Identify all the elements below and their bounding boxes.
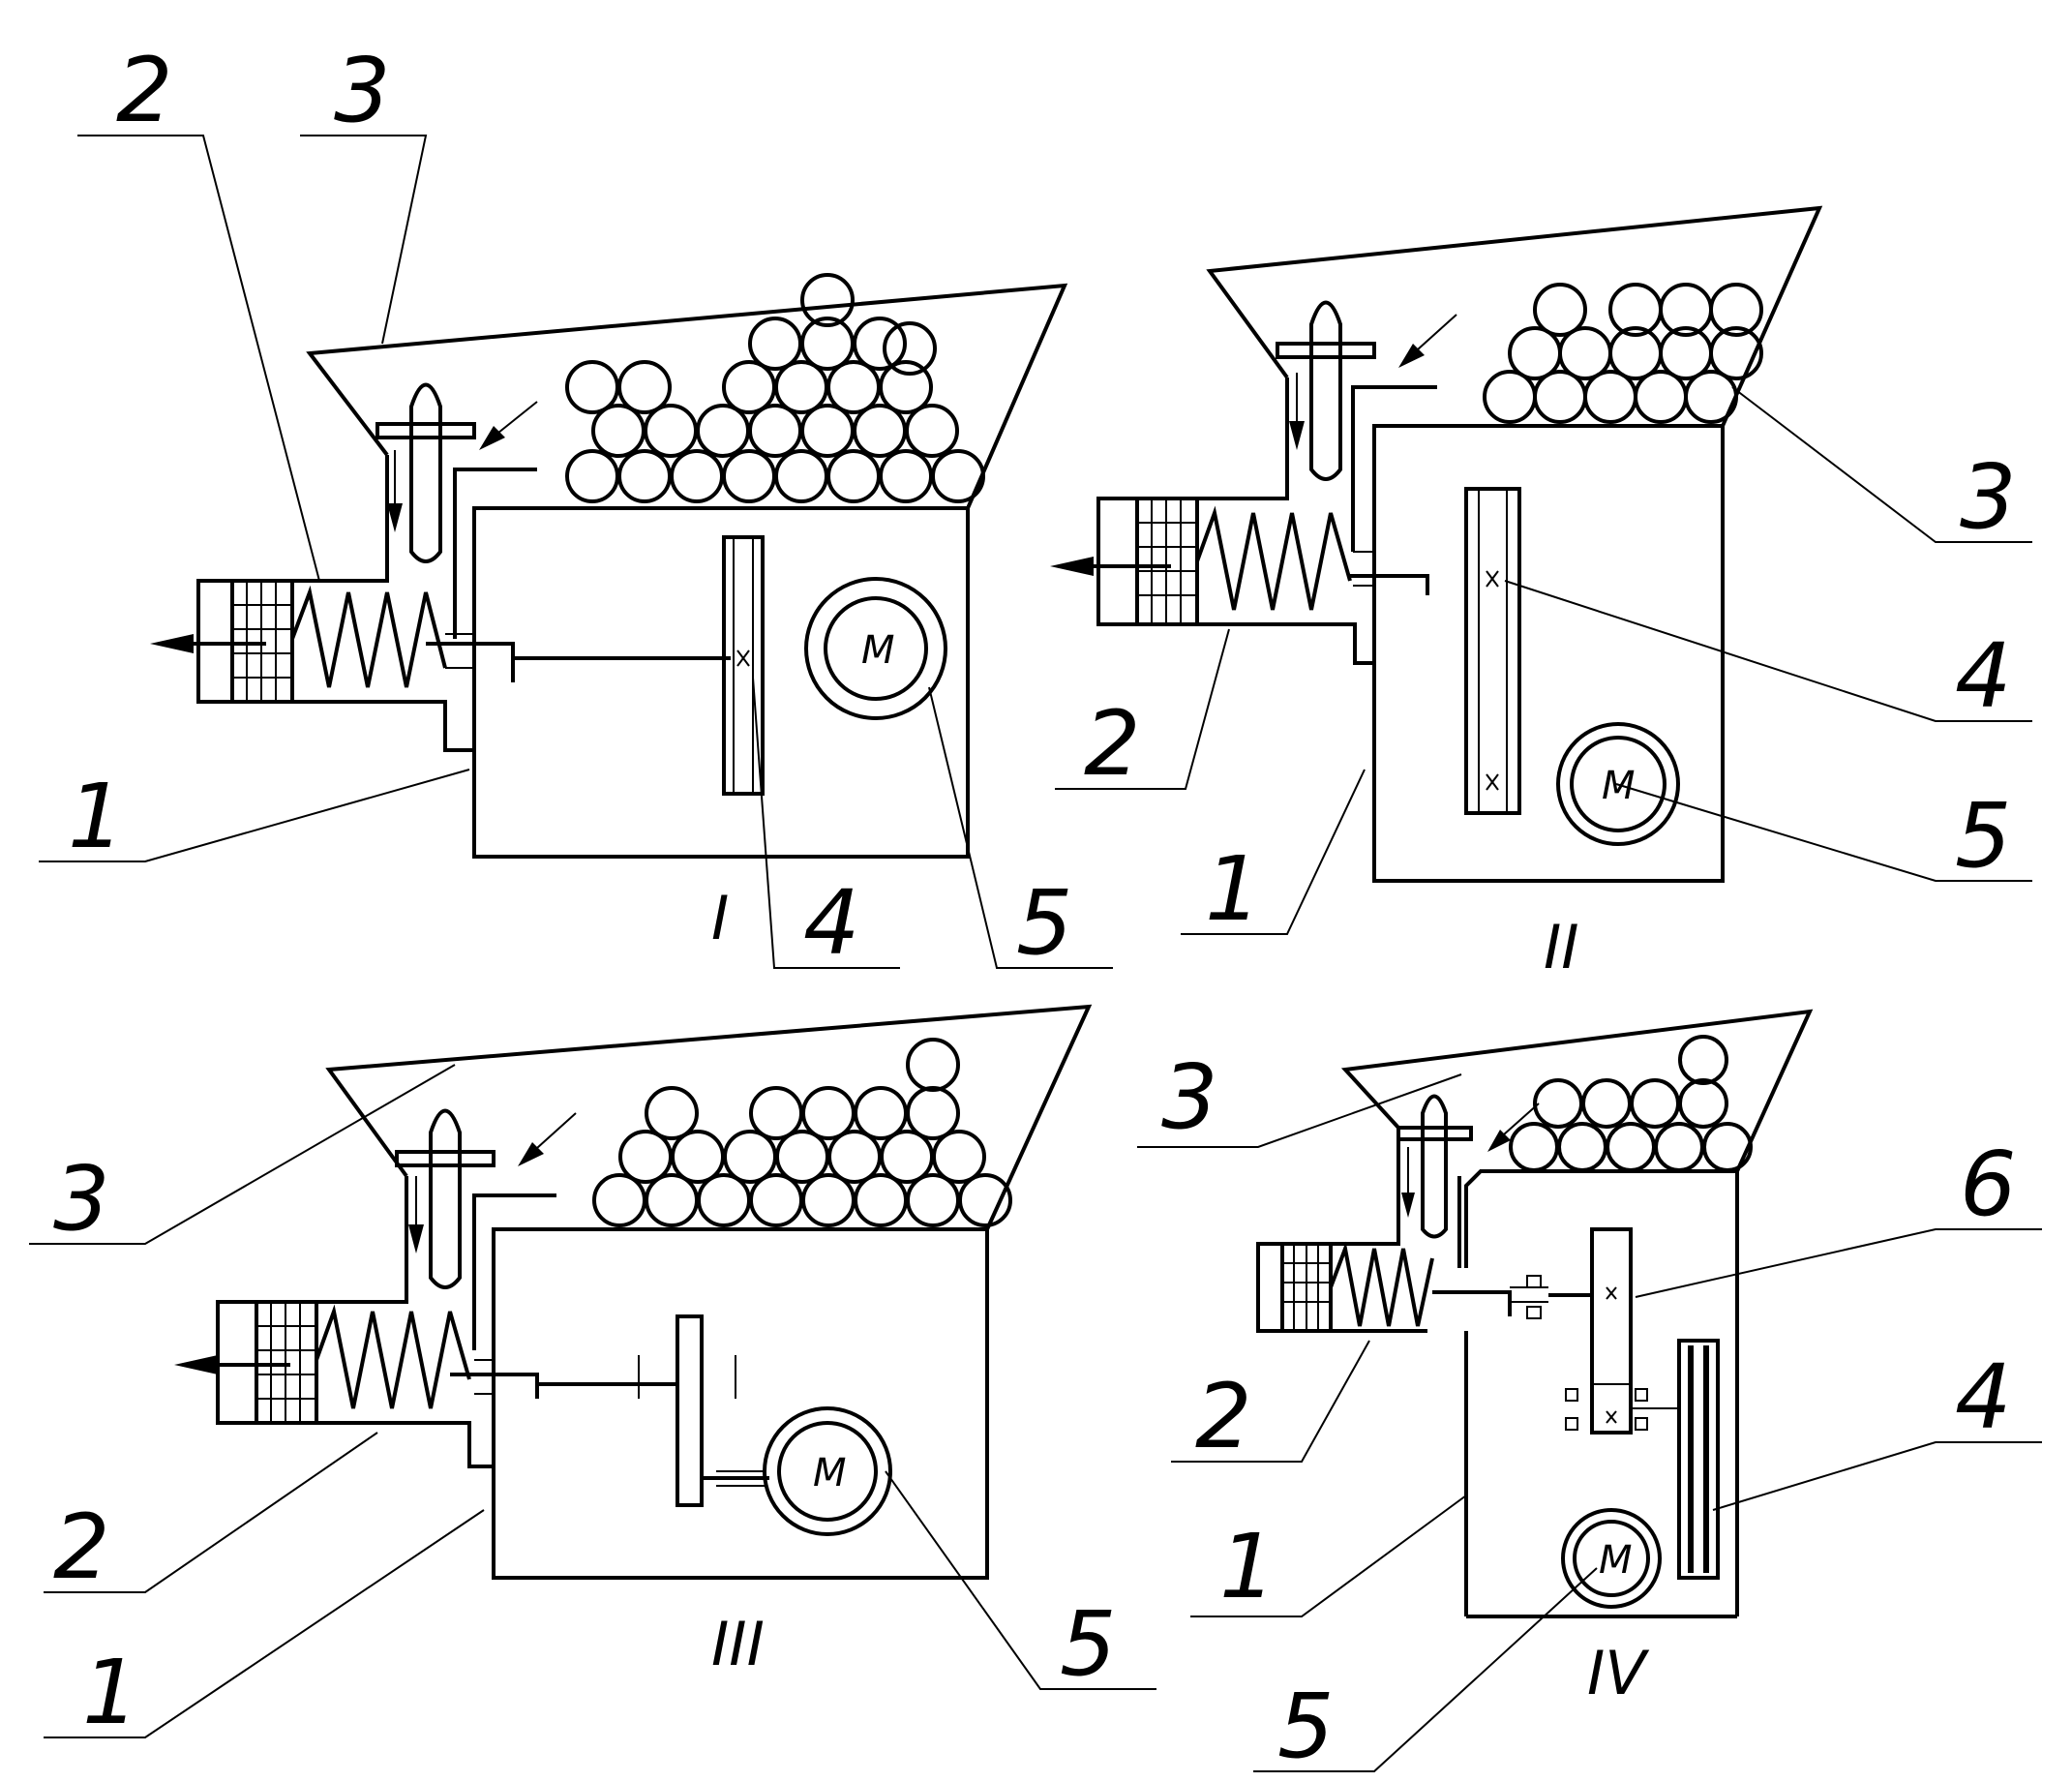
- gearbox-housing: [492, 1227, 989, 1580]
- motor-outer: [1561, 1508, 1662, 1609]
- motor-letter: M: [1599, 1538, 1633, 1583]
- svg-text:2: 2: [1195, 1365, 1252, 1468]
- svg-text:3: 3: [1960, 445, 2017, 549]
- feed-arrow-down: [387, 503, 403, 532]
- svg-text:5: 5: [1277, 1675, 1335, 1778]
- belt-drive: [1464, 487, 1521, 815]
- svg-text:4: 4: [803, 871, 860, 975]
- hopper-outline: [325, 1004, 1093, 1230]
- material-balls: [1483, 283, 1763, 424]
- plunger: [429, 1108, 462, 1289]
- gear-wheel: [676, 1314, 704, 1507]
- svg-text:3: 3: [1161, 1045, 1218, 1149]
- view-4: 3 6 4 2 1 5 IV M: [1137, 1009, 2042, 1778]
- svg-text:1: 1: [82, 1641, 139, 1744]
- gearbox-housing: [472, 506, 970, 859]
- spring: [1329, 1241, 1434, 1327]
- svg-text:3: 3: [334, 39, 391, 142]
- gear-wheel: [722, 535, 765, 796]
- plunger: [1421, 1094, 1448, 1239]
- svg-text:1: 1: [1205, 837, 1262, 941]
- svg-text:2: 2: [1084, 692, 1141, 796]
- gearbox-housing: [1372, 424, 1725, 883]
- plunger-flange: [1396, 1126, 1473, 1141]
- plunger-flange: [395, 1150, 495, 1167]
- output-arrow: [150, 634, 194, 653]
- svg-text:5: 5: [1016, 871, 1073, 975]
- svg-text:5: 5: [1060, 1592, 1117, 1696]
- plunger-flange: [375, 422, 476, 439]
- gear-stage-6: [1590, 1227, 1633, 1435]
- view-2: 3 4 5 2 1 II M: [1050, 205, 2032, 982]
- hopper-outline: [306, 283, 1068, 509]
- svg-text:2: 2: [116, 39, 173, 142]
- plunger: [409, 382, 442, 563]
- plunger-flange: [1276, 342, 1376, 359]
- view-1: 2 3 1 4 5 I M: [39, 39, 1113, 975]
- belt-drive: [1677, 1339, 1720, 1580]
- hopper-outline: [1340, 1009, 1814, 1172]
- motor-inner: [777, 1421, 878, 1522]
- feed-arrow-diag: [479, 426, 505, 450]
- motor-letter: M: [813, 1451, 847, 1495]
- view-1-roman: I: [711, 883, 729, 953]
- inlet-pipe: [453, 468, 537, 639]
- motor-inner: [1573, 1520, 1650, 1597]
- inlet-pipe: [1351, 385, 1437, 552]
- svg-text:6: 6: [1960, 1133, 2017, 1236]
- svg-text:2: 2: [53, 1495, 110, 1599]
- view-2-roman: II: [1544, 912, 1579, 982]
- hopper-outline: [1206, 205, 1823, 427]
- spring: [1195, 505, 1352, 611]
- svg-text:1: 1: [1219, 1515, 1276, 1618]
- neck-left: [196, 455, 476, 752]
- inlet-pipe: [472, 1193, 556, 1350]
- spring: [315, 1304, 471, 1409]
- spring: [290, 585, 447, 688]
- view-4-roman: IV: [1587, 1638, 1650, 1708]
- view-3-roman: III: [711, 1609, 765, 1679]
- neck-left: [1096, 378, 1376, 665]
- svg-text:4: 4: [1955, 1345, 2012, 1449]
- motor-letter: M: [1602, 764, 1636, 808]
- motor-letter: M: [861, 628, 895, 673]
- motor-outer: [804, 577, 947, 720]
- material-balls: [565, 273, 985, 503]
- neck-left: [216, 1176, 495, 1468]
- svg-text:3: 3: [53, 1147, 110, 1251]
- material-balls: [1509, 1035, 1753, 1172]
- svg-text:5: 5: [1955, 784, 2012, 888]
- motor-inner: [824, 596, 928, 701]
- plunger: [1309, 300, 1342, 481]
- material-balls: [592, 1038, 1012, 1227]
- svg-text:4: 4: [1955, 624, 2012, 728]
- view-3: 3 2 1 5 III M: [29, 1004, 1156, 1744]
- motor-outer: [763, 1406, 892, 1536]
- svg-text:1: 1: [68, 765, 125, 868]
